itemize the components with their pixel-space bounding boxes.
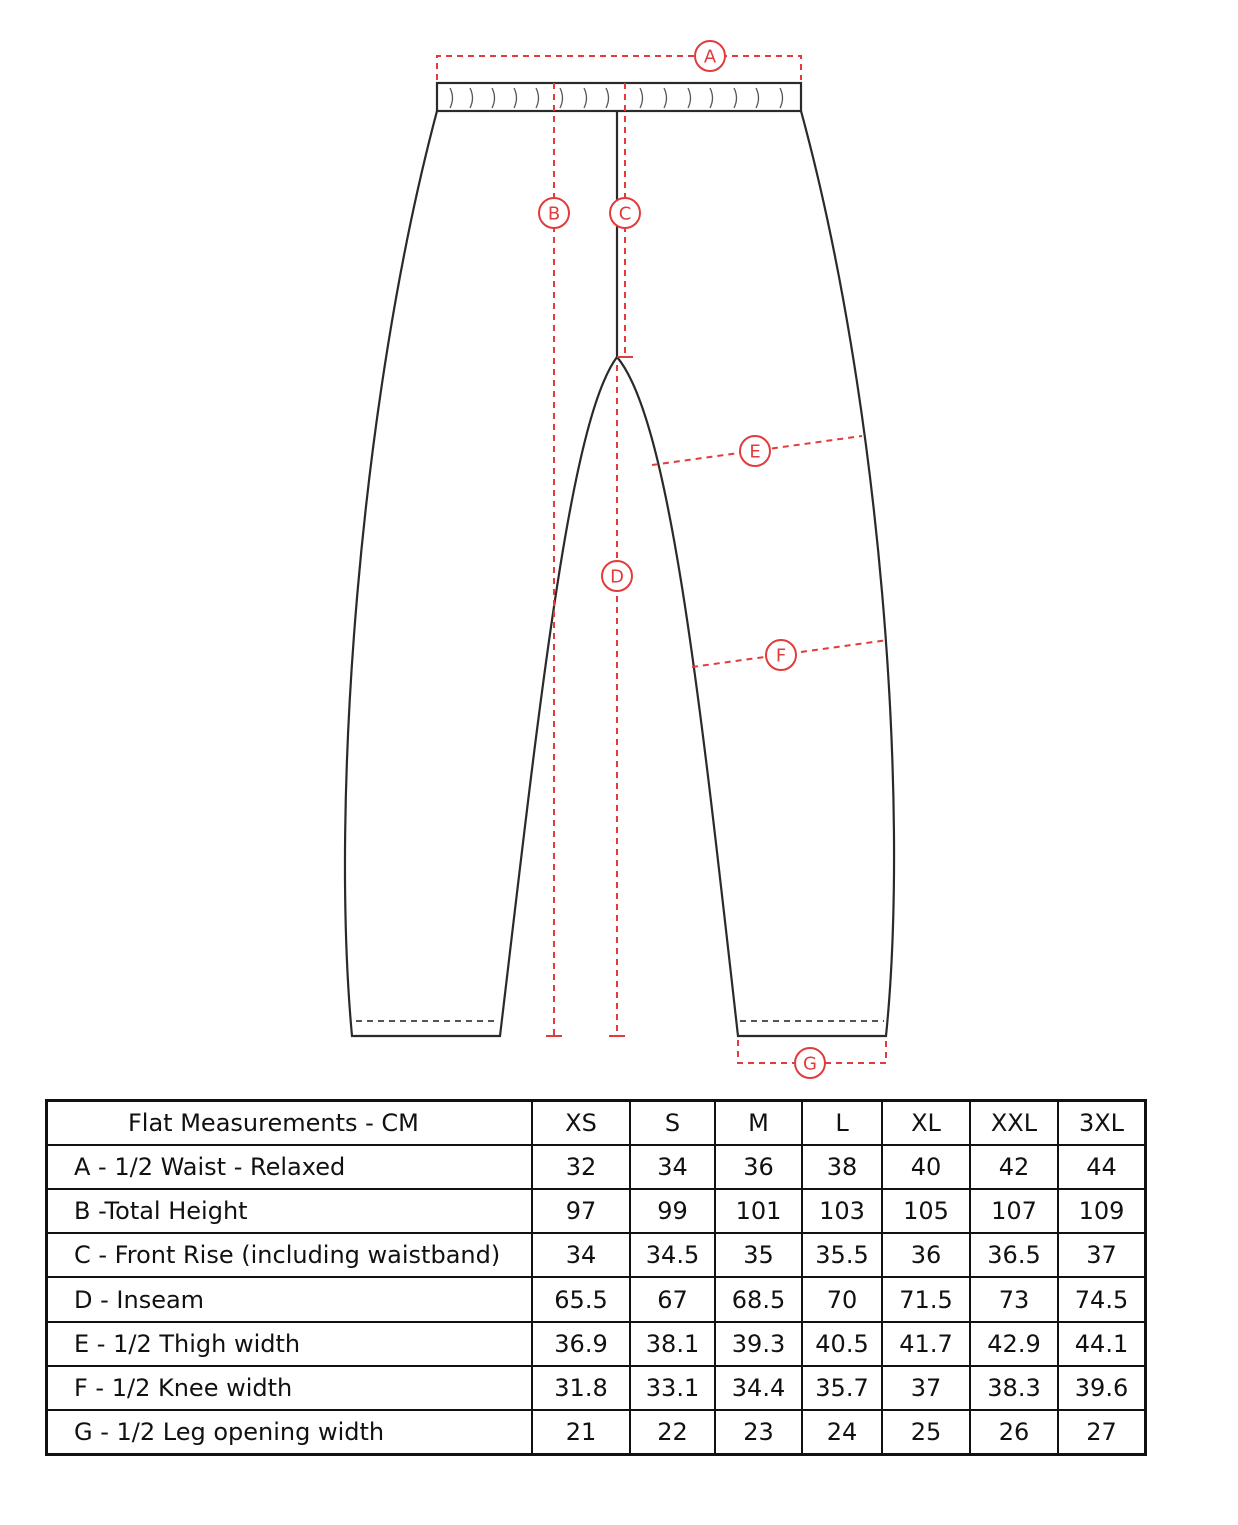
measure-line-g (737, 1040, 887, 1064)
table-cell: 24 (801, 1409, 883, 1453)
marker-b: B (538, 197, 570, 229)
svg-text:D: D (610, 567, 624, 588)
table-cell: 103 (801, 1187, 883, 1235)
waistband-gathers (449, 87, 784, 109)
table-cell: 41.7 (881, 1320, 971, 1367)
table-cell: 31.8 (531, 1364, 631, 1412)
table-cell: 99 (629, 1187, 716, 1235)
table-cell: 109 (1057, 1187, 1144, 1235)
row-label: B -Total Height (48, 1187, 533, 1235)
table-cell: 73 (969, 1276, 1059, 1323)
table-cell: 27 (1057, 1409, 1144, 1453)
table-cell: 32 (531, 1143, 631, 1191)
size-header: L (801, 1102, 883, 1146)
row-label: G - 1/2 Leg opening width (48, 1409, 533, 1453)
table-cell: 105 (881, 1187, 971, 1235)
table-cell: 21 (531, 1409, 631, 1453)
size-chart-table: Flat Measurements - CM XS S M L XL XXL 3… (48, 1102, 1144, 1453)
measure-line-a (436, 55, 802, 80)
row-label: F - 1/2 Knee width (48, 1364, 533, 1412)
table-cell: 68.5 (714, 1276, 803, 1323)
table-cell: 38.3 (969, 1364, 1059, 1412)
table-cell: 37 (881, 1364, 971, 1412)
table-cell: 38 (801, 1143, 883, 1191)
svg-text:C: C (619, 204, 632, 225)
table-cell: 39.6 (1057, 1364, 1144, 1412)
table-cell: 40 (881, 1143, 971, 1191)
size-header: XL (881, 1102, 971, 1146)
table-cell: 34.4 (714, 1364, 803, 1412)
table-cell: 35 (714, 1232, 803, 1279)
table-cell: 36.9 (531, 1320, 631, 1367)
table-cell: 23 (714, 1409, 803, 1453)
table-cell: 40.5 (801, 1320, 883, 1367)
table-cell: 36 (881, 1232, 971, 1279)
table-cell: 42 (969, 1143, 1059, 1191)
waistband (435, 81, 803, 113)
marker-d: D (601, 560, 633, 592)
table-cell: 33.1 (629, 1364, 716, 1412)
size-header: M (714, 1102, 803, 1146)
table-cell: 35.5 (801, 1232, 883, 1279)
marker-a: A (694, 40, 726, 72)
row-label: C - Front Rise (including waistband) (48, 1232, 533, 1279)
table-row: C - Front Rise (including waistband) 34 … (48, 1232, 1144, 1279)
table-cell: 36 (714, 1143, 803, 1191)
svg-text:E: E (749, 442, 760, 463)
table-cell: 34 (629, 1143, 716, 1191)
measure-line-e (651, 435, 863, 466)
table-cell: 34.5 (629, 1232, 716, 1279)
size-header: XS (531, 1102, 631, 1146)
svg-text:G: G (803, 1054, 817, 1075)
table-header-row: Flat Measurements - CM XS S M L XL XXL 3… (48, 1102, 1144, 1146)
table-cell: 26 (969, 1409, 1059, 1453)
row-label: E - 1/2 Thigh width (48, 1320, 533, 1367)
right-leg-outline (616, 110, 896, 1038)
svg-text:A: A (704, 47, 717, 68)
size-header: XXL (969, 1102, 1059, 1146)
marker-c: C (609, 197, 641, 229)
table-cell: 97 (531, 1187, 631, 1235)
size-header: S (629, 1102, 716, 1146)
table-cell: 67 (629, 1276, 716, 1323)
svg-text:B: B (548, 204, 560, 225)
table-cell: 74.5 (1057, 1276, 1144, 1323)
table-cell: 25 (881, 1409, 971, 1453)
table-cell: 71.5 (881, 1276, 971, 1323)
row-label: D - Inseam (48, 1276, 533, 1323)
marker-g: G (794, 1047, 826, 1079)
row-label: A - 1/2 Waist - Relaxed (48, 1143, 533, 1191)
table-row: A - 1/2 Waist - Relaxed 32 34 36 38 40 4… (48, 1143, 1144, 1191)
table-row: F - 1/2 Knee width 31.8 33.1 34.4 35.7 3… (48, 1364, 1144, 1412)
table-title: Flat Measurements - CM (48, 1102, 533, 1146)
table-cell: 70 (801, 1276, 883, 1323)
svg-text:F: F (776, 646, 786, 667)
table-cell: 44.1 (1057, 1320, 1144, 1367)
table-cell: 38.1 (629, 1320, 716, 1367)
table-cell: 22 (629, 1409, 716, 1453)
table-row: D - Inseam 65.5 67 68.5 70 71.5 73 74.5 (48, 1276, 1144, 1323)
pants-measurement-diagram: A B C D E F G (343, 40, 896, 1079)
table-cell: 36.5 (969, 1232, 1059, 1279)
table-cell: 107 (969, 1187, 1059, 1235)
marker-f: F (765, 639, 797, 671)
table-cell: 65.5 (531, 1276, 631, 1323)
table-cell: 35.7 (801, 1364, 883, 1412)
table-cell: 37 (1057, 1232, 1144, 1279)
table-cell: 39.3 (714, 1320, 803, 1367)
table-row: E - 1/2 Thigh width 36.9 38.1 39.3 40.5 … (48, 1320, 1144, 1367)
table-row: G - 1/2 Leg opening width 21 22 23 24 25… (48, 1409, 1144, 1453)
left-leg-outline (343, 110, 618, 1038)
table-cell: 44 (1057, 1143, 1144, 1191)
table-cell: 42.9 (969, 1320, 1059, 1367)
table-cell: 101 (714, 1187, 803, 1235)
table-row: B -Total Height 97 99 101 103 105 107 10… (48, 1187, 1144, 1235)
table-cell: 34 (531, 1232, 631, 1279)
size-header: 3XL (1057, 1102, 1144, 1146)
size-chart-table-container: Flat Measurements - CM XS S M L XL XXL 3… (45, 1099, 1147, 1456)
marker-e: E (739, 435, 771, 467)
